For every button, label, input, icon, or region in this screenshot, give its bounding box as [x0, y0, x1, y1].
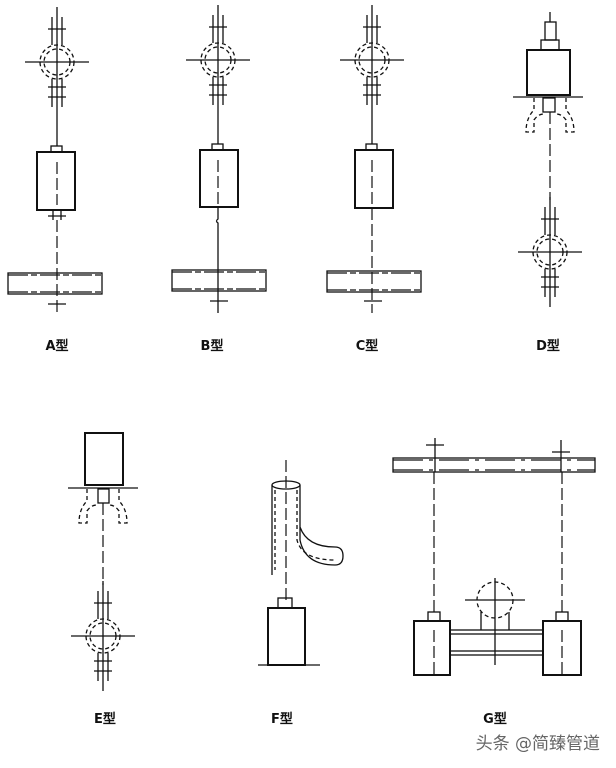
type-c-hanger — [326, 4, 422, 313]
type-f-support — [258, 460, 344, 666]
label-type-e: E型 — [94, 712, 116, 727]
type-b-hanger — [171, 4, 267, 313]
type-e-support — [68, 432, 138, 692]
watermark: 头条 @简臻管道 — [475, 734, 600, 754]
type-a-hanger — [7, 6, 103, 316]
type-d-support — [513, 12, 583, 308]
label-type-g: G型 — [483, 712, 507, 727]
type-g-support — [392, 438, 596, 678]
label-type-f: F型 — [271, 712, 293, 727]
label-type-a: A型 — [45, 339, 69, 354]
label-type-c: C型 — [355, 339, 379, 354]
label-type-d: D型 — [536, 339, 560, 354]
label-type-b: B型 — [200, 339, 224, 354]
